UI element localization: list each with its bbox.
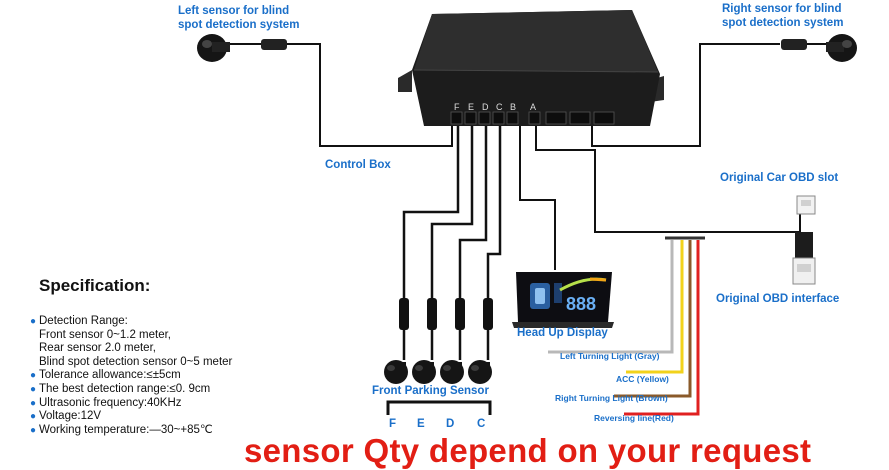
sensor-letter-c: C xyxy=(477,418,486,430)
obd-slot-label: Original Car OBD slot xyxy=(720,172,839,184)
head-up-display: 888 xyxy=(512,272,614,328)
port-label-e: E xyxy=(468,102,475,112)
obd-interface-label: Original OBD interface xyxy=(716,293,840,305)
spec-tolerance: Tolerance allowance:≤±5cm xyxy=(39,369,181,382)
sensor-letter-e: E xyxy=(417,418,425,430)
sensor-bracket xyxy=(386,400,492,415)
port-label-d: D xyxy=(482,102,489,112)
left-blind-spot-sensor xyxy=(197,34,230,62)
port-label-f: F xyxy=(454,102,460,112)
brown-wire xyxy=(614,240,692,398)
sensor-wire-f xyxy=(402,124,460,360)
specification-list: ●Detection Range: Front sensor 0~1.2 met… xyxy=(30,315,232,437)
spec-item: ●Ultrasonic frequency:40KHz xyxy=(30,396,182,409)
sensor-letter-f: F xyxy=(389,418,397,430)
red-wire xyxy=(624,240,700,416)
left-sensor-label-line2: spot detection system xyxy=(178,19,300,31)
spec-item: ●Detection Range: xyxy=(30,315,128,327)
port-label-b: B xyxy=(510,102,517,112)
control-box-label: Control Box xyxy=(325,159,391,171)
spec-sub-rear: Rear sensor 2.0 meter, xyxy=(39,342,156,355)
sensor-letter-d: D xyxy=(446,418,455,430)
control-box xyxy=(398,10,664,126)
specification-title: Specification: xyxy=(39,276,151,295)
spec-temperature: Working temperature:—30~+85℃ xyxy=(39,423,213,436)
spec-item: ●Tolerance allowance:≤±5cm xyxy=(30,369,181,382)
spec-item: ●Working temperature:—30~+85℃ xyxy=(30,423,213,436)
left-sensor-label-line1: Left sensor for blind xyxy=(178,5,290,17)
right-sensor-wire xyxy=(591,43,828,147)
spec-best-range: The best detection range:≤0. 9cm xyxy=(39,382,211,395)
sensor-wire-e xyxy=(430,124,474,360)
hud-wire xyxy=(519,124,556,270)
svg-text:888: 888 xyxy=(566,294,596,314)
hud-label: Head Up Display xyxy=(517,327,608,339)
obd-slot-connector xyxy=(796,195,816,215)
front-sensor-label: Front Parking Sensor xyxy=(372,385,489,397)
spec-item: ●Voltage:12V xyxy=(30,410,102,423)
spec-frequency: Ultrasonic frequency:40KHz xyxy=(39,396,182,409)
yellow-wire xyxy=(626,240,684,374)
yellow-wire-label: ACC (Yellow) xyxy=(616,374,669,384)
right-inline-connector xyxy=(781,39,807,50)
spec-sub-blind: Blind spot detection sensor 0~5 meter xyxy=(39,355,233,368)
brown-wire-label: Right Turning Light (Brown) xyxy=(555,393,668,403)
spec-detection-range: Detection Range: xyxy=(39,315,128,327)
right-blind-spot-sensor xyxy=(826,34,857,62)
front-parking-sensors xyxy=(384,360,492,384)
sensor-wire-c xyxy=(486,124,502,360)
sensor-inline-plugs xyxy=(399,298,493,330)
spec-voltage: Voltage:12V xyxy=(39,410,102,423)
left-sensor-wire xyxy=(228,43,453,147)
obd-interface-connector xyxy=(792,232,816,285)
right-sensor-label-line2: spot detection system xyxy=(722,17,844,29)
spec-item: ●The best detection range:≤0. 9cm xyxy=(30,382,211,395)
port-label-c: C xyxy=(496,102,503,112)
gray-wire xyxy=(548,240,674,354)
right-sensor-label: Right sensor for blind spot detection sy… xyxy=(722,2,843,30)
red-wire-label: Reversing line(Red) xyxy=(594,413,674,423)
port-label-a: A xyxy=(530,102,537,112)
gray-wire-label: Left Turning Light (Gray) xyxy=(560,351,660,361)
sensor-wire-d xyxy=(458,124,488,360)
left-inline-connector xyxy=(261,39,287,50)
right-sensor-label-line1: Right sensor for blind xyxy=(722,3,842,15)
spec-sub-front: Front sensor 0~1.2 meter, xyxy=(39,328,171,341)
left-sensor-label: Left sensor for blind spot detection sys… xyxy=(178,4,299,32)
promo-banner: sensor Qty depend on your request xyxy=(244,432,812,469)
